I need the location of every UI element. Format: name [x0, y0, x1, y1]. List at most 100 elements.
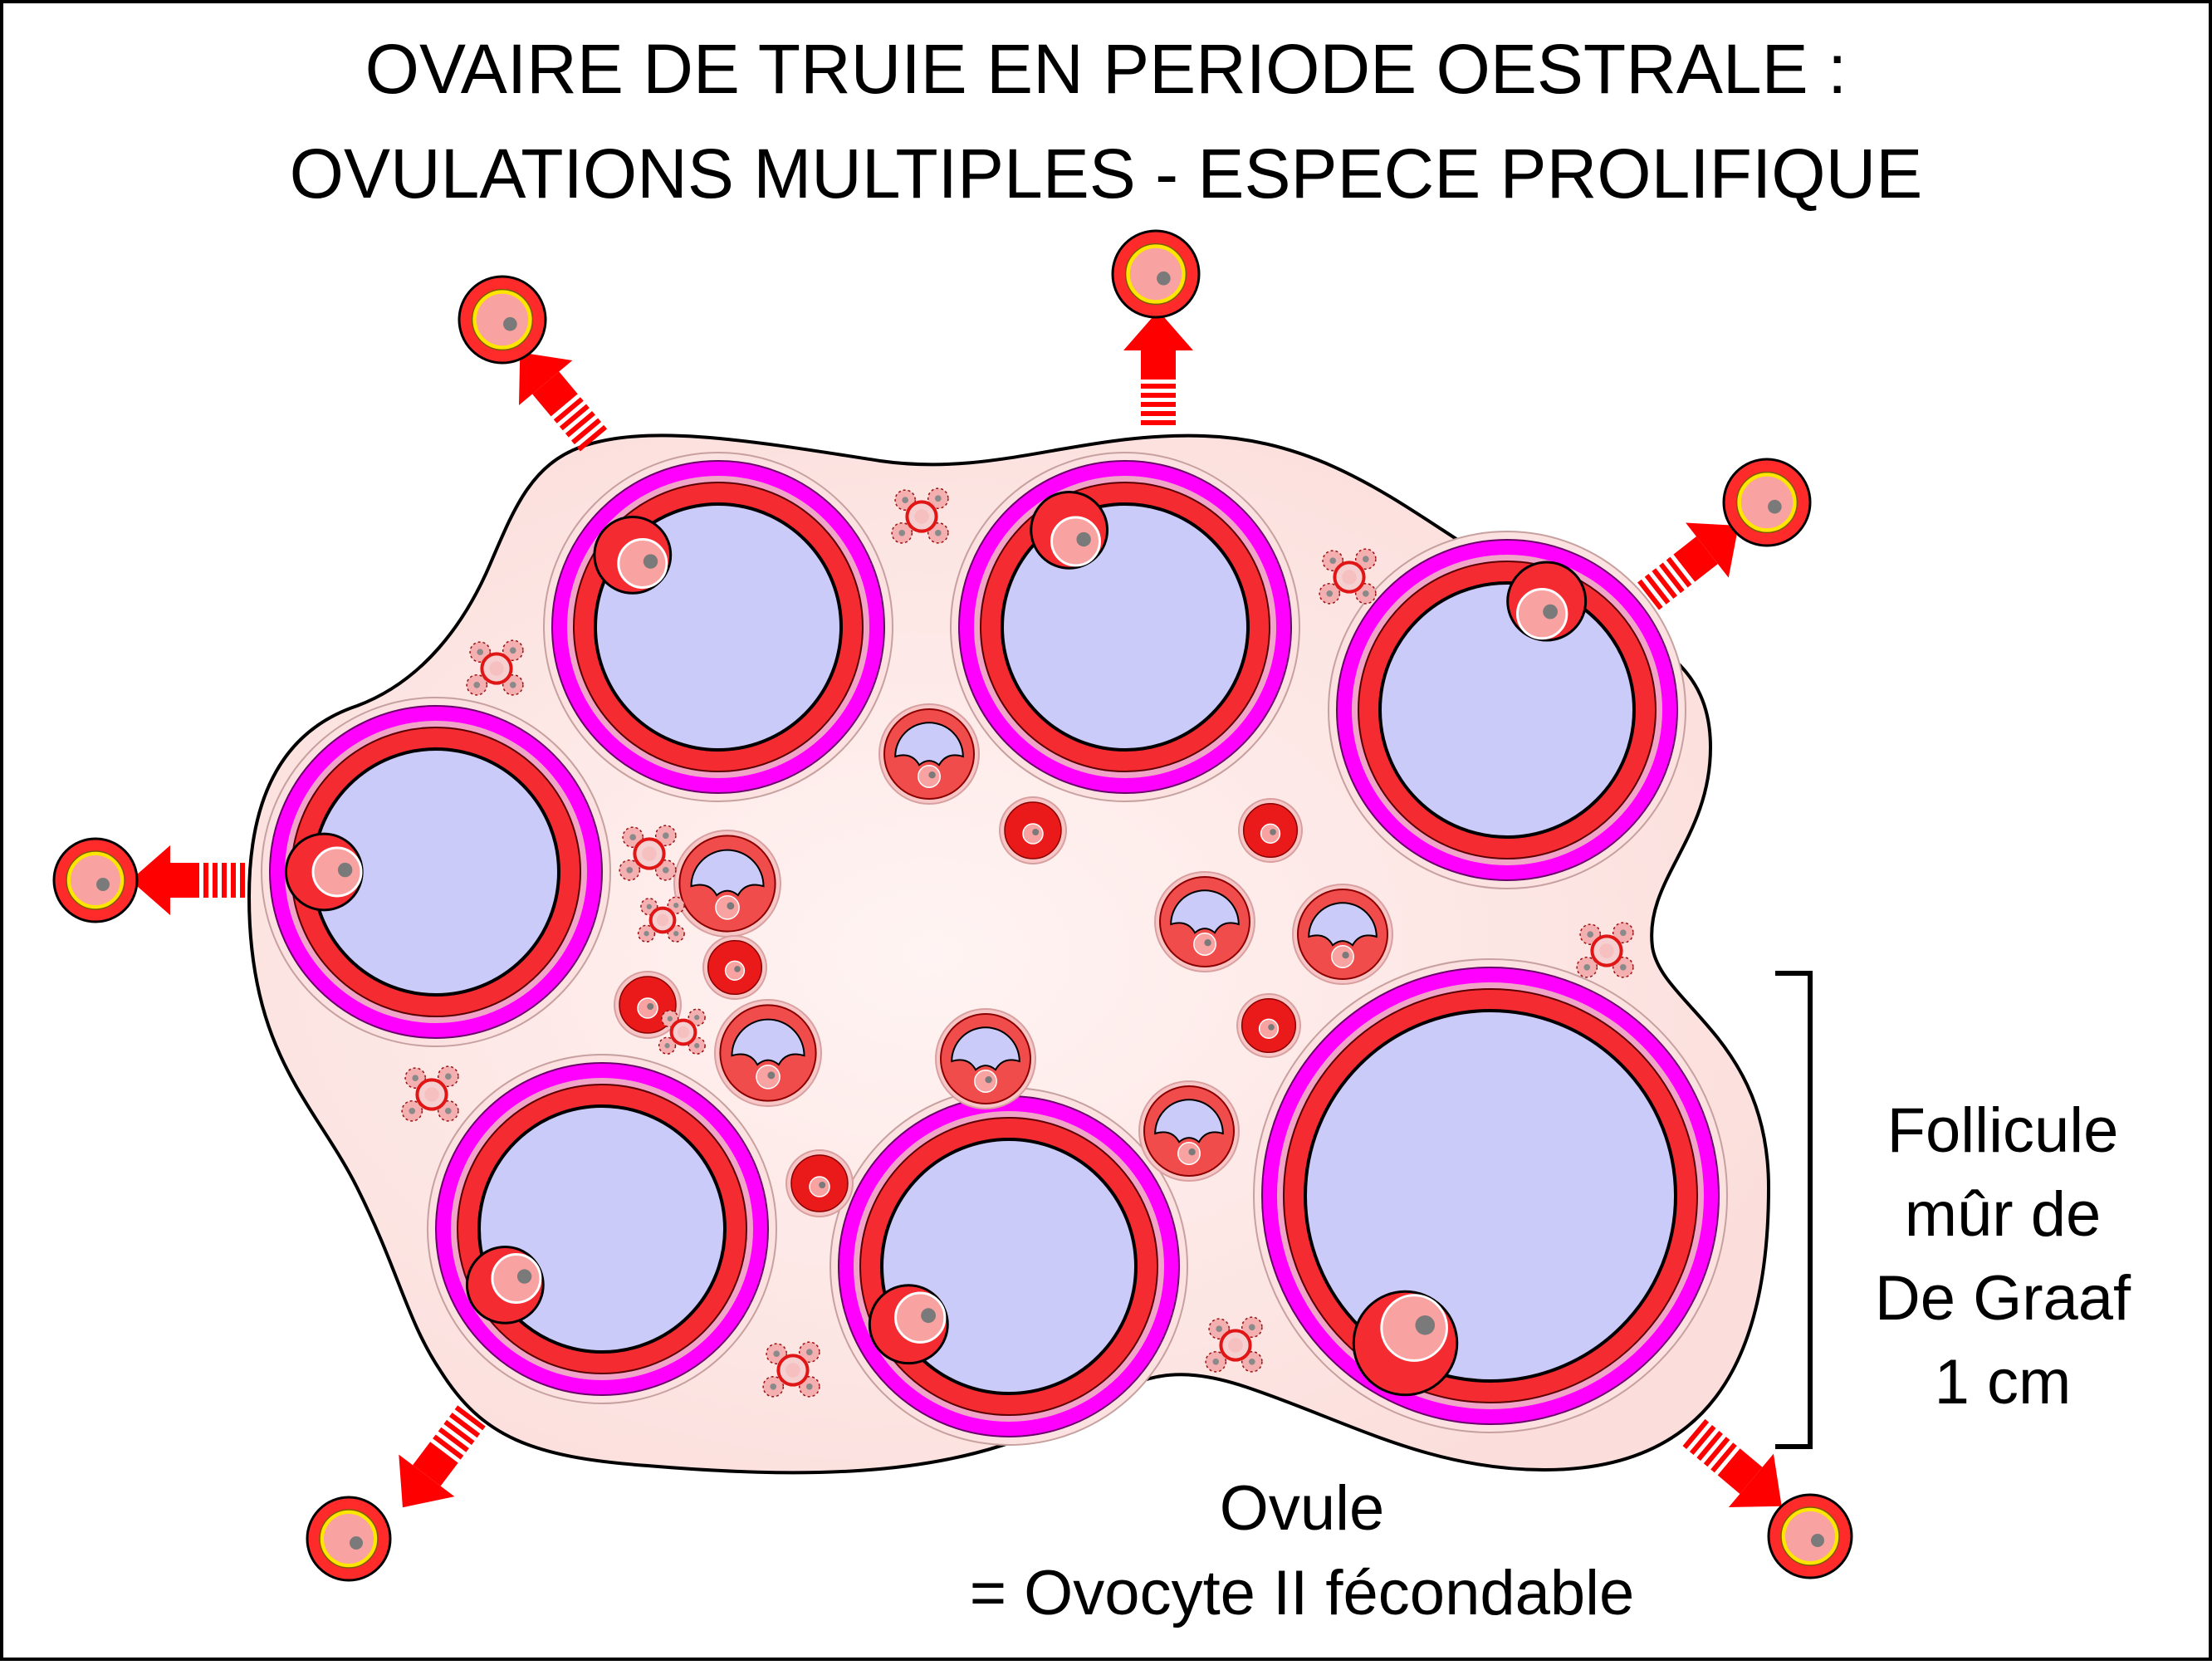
primordial-oocyte: [444, 1107, 452, 1114]
ovulation-arrow-3: [1637, 522, 1739, 610]
primordial-oocyte: [662, 832, 669, 840]
arrow-stripe: [1652, 568, 1677, 600]
primordial-oocyte: [898, 529, 906, 536]
ovulation-arrow-2: [1123, 311, 1193, 425]
primordial-oocyte: [412, 1075, 419, 1082]
primordial-oocyte: [444, 1073, 452, 1080]
primordial-oocyte: [694, 1015, 700, 1021]
arrow-stripe: [1696, 1431, 1723, 1462]
arrow-head: [1728, 1453, 1782, 1508]
oocyte: [71, 855, 120, 905]
arrow-head: [130, 845, 170, 915]
preantral-nucleus: [1268, 1024, 1275, 1031]
arrow-shaft: [1717, 1448, 1763, 1494]
antral-follicle-2: [673, 830, 781, 938]
title-line-1: OVAIRE DE TRUIE EN PERIODE OESTRALE :: [365, 30, 1847, 108]
antral-nucleus: [727, 902, 735, 910]
oocyte: [476, 293, 529, 346]
ovulation-arrow-5: [399, 1405, 486, 1508]
arrow-shaft: [413, 1442, 458, 1486]
primordial-oocyte: [902, 497, 909, 504]
arrow-stripe: [443, 1419, 475, 1445]
preantral-follicle-6: [785, 1149, 854, 1217]
preantral-nucleus: [734, 966, 741, 972]
primordial-cluster-10: [658, 1008, 706, 1055]
ovulated-oocyte-4: [52, 837, 139, 923]
primordial-oocyte: [770, 1383, 777, 1390]
arrow-stripe: [570, 418, 602, 445]
primordial-oocyte: [509, 647, 516, 654]
arrow-stripe: [1141, 411, 1176, 416]
antral-nucleus: [928, 771, 936, 779]
primary-oocyte: [656, 913, 669, 927]
arrow-stripe: [1637, 579, 1663, 610]
primordial-oocyte: [805, 1383, 813, 1390]
oocyte-nucleus: [921, 1308, 936, 1324]
arrow-stripe: [222, 863, 227, 898]
oocyte-nucleus: [337, 862, 353, 878]
arrow-head: [399, 1454, 455, 1508]
mature-follicle-7: [1253, 958, 1728, 1433]
primordial-cluster-2: [1319, 548, 1377, 605]
antral-cavity: [951, 1026, 1020, 1071]
oocyte: [1785, 1511, 1835, 1561]
follicle-label-line-3: De Graaf: [1875, 1263, 2131, 1334]
primordial-oocyte: [1329, 557, 1337, 565]
ovulated-oocyte-2: [1111, 229, 1201, 319]
primordial-oocyte: [1248, 1324, 1255, 1331]
oocyte: [311, 846, 363, 898]
primordial-cluster-8: [1576, 922, 1634, 978]
primordial-oocyte: [409, 1107, 416, 1114]
follicle-label-line-2: mûr de: [1905, 1179, 2102, 1250]
arrow-stripe: [454, 1405, 486, 1431]
oocyte-nucleus: [1768, 499, 1782, 514]
arrow-head: [518, 352, 573, 406]
ovulated-oocyte-3: [1722, 458, 1812, 547]
primordial-oocyte: [805, 1349, 813, 1356]
primordial-oocyte: [1583, 963, 1591, 971]
arrow-shaft: [1673, 536, 1718, 582]
oocyte: [1050, 516, 1101, 567]
oocyte: [1740, 476, 1794, 529]
preantral-follicle-2: [1238, 798, 1303, 863]
primordial-oocyte: [1212, 1358, 1220, 1365]
arrow-stripe: [438, 1427, 469, 1452]
arrow-stripe: [1682, 1418, 1710, 1449]
primordial-cluster-6: [762, 1341, 820, 1398]
primordial-oocyte: [662, 866, 669, 874]
primordial-oocyte: [1619, 929, 1627, 937]
oocyte-nucleus: [1811, 1534, 1824, 1547]
arrow-shaft: [532, 371, 578, 417]
mature-follicle-4: [261, 697, 611, 1047]
primary-oocyte: [1342, 570, 1357, 585]
ovulated-oocyte-1: [458, 275, 547, 365]
antral-follicle-4: [935, 1008, 1036, 1109]
oocyte: [894, 1291, 947, 1344]
ovule-label-line-1: Ovule: [1220, 1473, 1385, 1544]
arrow-stripe: [565, 411, 595, 438]
primordial-oocyte: [773, 1350, 781, 1358]
preantral-nucleus: [819, 1182, 826, 1188]
arrow-stripe: [577, 424, 608, 452]
antral-follicle-6: [1292, 884, 1393, 985]
primordial-cluster-5: [401, 1065, 459, 1122]
primary-oocyte: [914, 509, 929, 524]
follicle-label-line-4: 1 cm: [1935, 1347, 2072, 1418]
title-line-2: OVULATIONS MULTIPLES - ESPECE PROLIFIQUE: [290, 135, 1923, 213]
primordial-oocyte: [1216, 1325, 1223, 1333]
antral-cavity: [1308, 902, 1378, 947]
oocyte-nucleus: [1157, 271, 1171, 286]
antral-follicle-3: [714, 999, 822, 1107]
arrow-stripe: [240, 863, 245, 898]
primordial-oocyte: [1248, 1358, 1255, 1365]
preantral-follicle-3: [702, 935, 767, 1000]
arrow-stripe: [1644, 573, 1671, 605]
primordial-oocyte: [673, 931, 679, 937]
mature-follicle-2: [950, 452, 1300, 802]
primary-oocyte: [424, 1087, 439, 1102]
antral-nucleus: [985, 1076, 992, 1084]
arrow-stripe: [1703, 1437, 1730, 1467]
arrow-stripe: [1659, 562, 1685, 594]
oocyte: [1129, 247, 1182, 301]
